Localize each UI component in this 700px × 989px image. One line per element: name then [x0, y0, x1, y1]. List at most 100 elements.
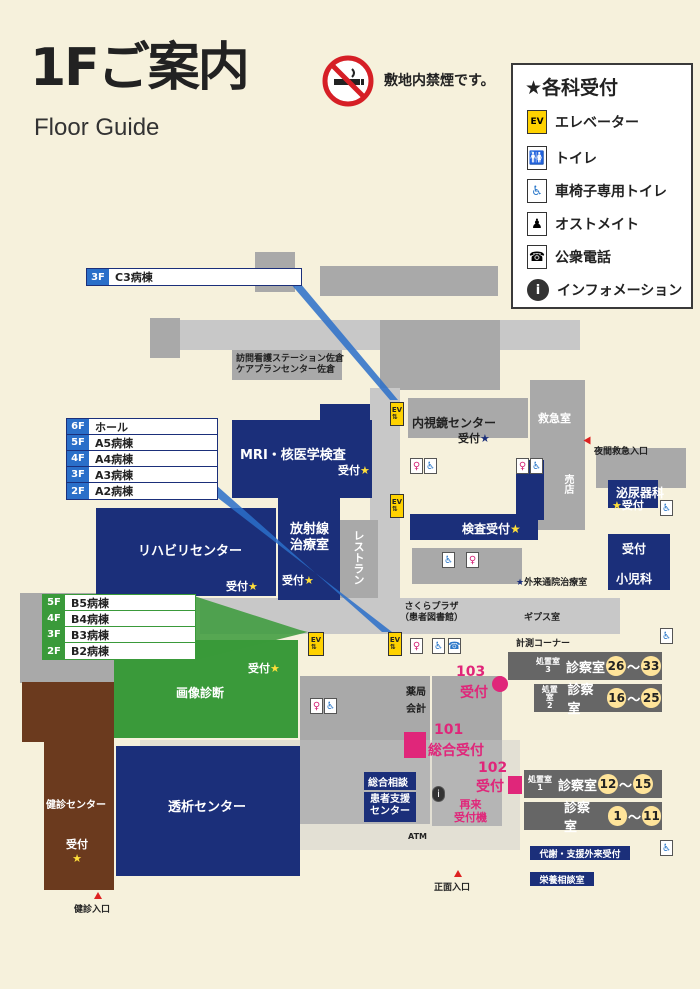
restaurant-block: [338, 520, 378, 600]
imaging-reception: 受付★: [248, 662, 280, 675]
urology-room: [608, 480, 658, 508]
urology-label: 泌尿器科: [616, 486, 665, 500]
info-icon: i: [527, 279, 549, 301]
elevator-icon: EV⇅: [308, 632, 324, 656]
consult-room-1-11: 診察室 1〜11: [524, 801, 662, 835]
pharmacy-label: 薬局: [406, 687, 426, 698]
radiology-reception: 受付★: [282, 574, 314, 587]
patient-support-room: [364, 792, 416, 822]
elevator-icon: EV⇅: [390, 402, 404, 426]
wheelchair-toilet-icon: ♿: [660, 840, 673, 856]
no-smoking-text: 敷地内禁煙です。: [384, 73, 495, 89]
radiology-label: 放射線 治療室: [290, 522, 330, 553]
dialysis-room: [116, 746, 300, 876]
legend-box: ★各科受付 EV エレベーター 🚻 トイレ ♿ 車椅子専用トイレ ♟ オストメイ…: [511, 63, 693, 309]
toilet-icon: ♀: [410, 458, 423, 474]
revisit-machine-label: 再来 受付機: [454, 798, 487, 825]
main-entrance-label: 正面入口: [434, 883, 471, 893]
main-entrance-marker: [454, 870, 462, 877]
checkup-room: [44, 740, 114, 890]
legend-label: トイレ: [555, 151, 597, 167]
legend-row-info: i インフォメーション: [527, 277, 682, 303]
phone-icon: ☎: [527, 245, 547, 269]
urology-reception: ★受付: [612, 499, 644, 512]
a-ward-callout-line: [216, 485, 392, 632]
building-block: [320, 266, 498, 296]
legend-row-elevator: EV エレベーター: [527, 109, 639, 135]
toilet-icon: ♀: [310, 698, 323, 714]
page-subtitle: Floor Guide: [34, 114, 160, 141]
legend-row-ostomate: ♟ オストメイト: [527, 211, 639, 237]
checkup-block-top: [22, 682, 114, 742]
general-consult-room: [364, 772, 416, 790]
reception-102-number: 102: [478, 760, 508, 776]
checkup-reception: 受付★: [66, 838, 88, 865]
legend-label: オストメイト: [555, 217, 639, 233]
ostomate-icon: ♟: [527, 212, 547, 236]
imaging-label: 画像診断: [176, 686, 225, 700]
legend-title: ★各科受付: [525, 77, 619, 99]
wheelchair-toilet-icon: ♿: [432, 638, 445, 654]
reception-101-label: 総合受付: [428, 743, 484, 759]
radiology-room: [278, 490, 340, 600]
visiting-nurse-label: 訪問看護ステーション佐倉 ケアプランセンター佐倉: [236, 354, 344, 375]
rehab-reception: 受付★: [226, 580, 258, 593]
c3-callout-line: [290, 283, 398, 400]
wheelchair-toilet-icon: ♿: [442, 552, 455, 568]
endoscopy-reception: 受付★: [458, 432, 490, 445]
reception-101-marker: [404, 732, 426, 758]
building-block: [380, 320, 500, 390]
building-block: [150, 318, 180, 358]
legend-label: インフォメーション: [557, 283, 683, 299]
accounting-label: 会計: [406, 704, 426, 715]
b-ward-callout-line: [194, 596, 308, 660]
atm-label: ATM: [408, 832, 427, 841]
legend-label: エレベーター: [555, 115, 639, 131]
building-block: [432, 676, 502, 826]
pediatrics-label: 小児科: [616, 572, 653, 586]
no-smoking-icon: [322, 55, 374, 107]
legend-row-toilet: 🚻 トイレ: [527, 145, 597, 171]
wheelchair-toilet-icon: ♿: [527, 179, 547, 203]
elevator-icon: EV⇅: [388, 632, 402, 656]
mri-label: MRI・核医学検査: [240, 448, 346, 463]
proxy-reception: 代謝・支援外来受付: [530, 846, 630, 860]
nutrition-room: 栄養相談室: [530, 872, 594, 886]
cast-room-label: ギプス室: [524, 613, 561, 623]
elevator-icon: EV⇅: [390, 494, 404, 518]
wheelchair-toilet-icon: ♿: [424, 458, 437, 474]
reception-102-marker: [508, 776, 522, 794]
phone-icon: ☎: [448, 638, 461, 654]
checkup-label: 健診センター: [46, 800, 106, 811]
dialysis-label: 透析センター: [168, 800, 247, 815]
measuring-label: 計測コーナー: [516, 639, 571, 649]
toilet-icon: ♀: [516, 458, 529, 474]
shop-label: 売店: [562, 474, 573, 494]
legend-label: 車椅子専用トイレ: [555, 184, 667, 200]
endoscopy-label: 内視鏡センター: [412, 416, 497, 430]
restaurant-label: レストラン: [352, 530, 365, 585]
reception-103-label: 受付: [460, 685, 488, 701]
corridor: [160, 320, 580, 350]
wheelchair-toilet-icon: ♿: [660, 628, 673, 644]
rehab-label: リハビリセンター: [138, 544, 243, 559]
pediatrics-reception: 受付: [622, 542, 647, 556]
elevator-icon: EV: [527, 110, 547, 134]
checkup-entrance-label: 健診入口: [74, 905, 111, 915]
info-icon: i: [432, 786, 445, 802]
emergency-label: 救急室: [538, 412, 571, 425]
